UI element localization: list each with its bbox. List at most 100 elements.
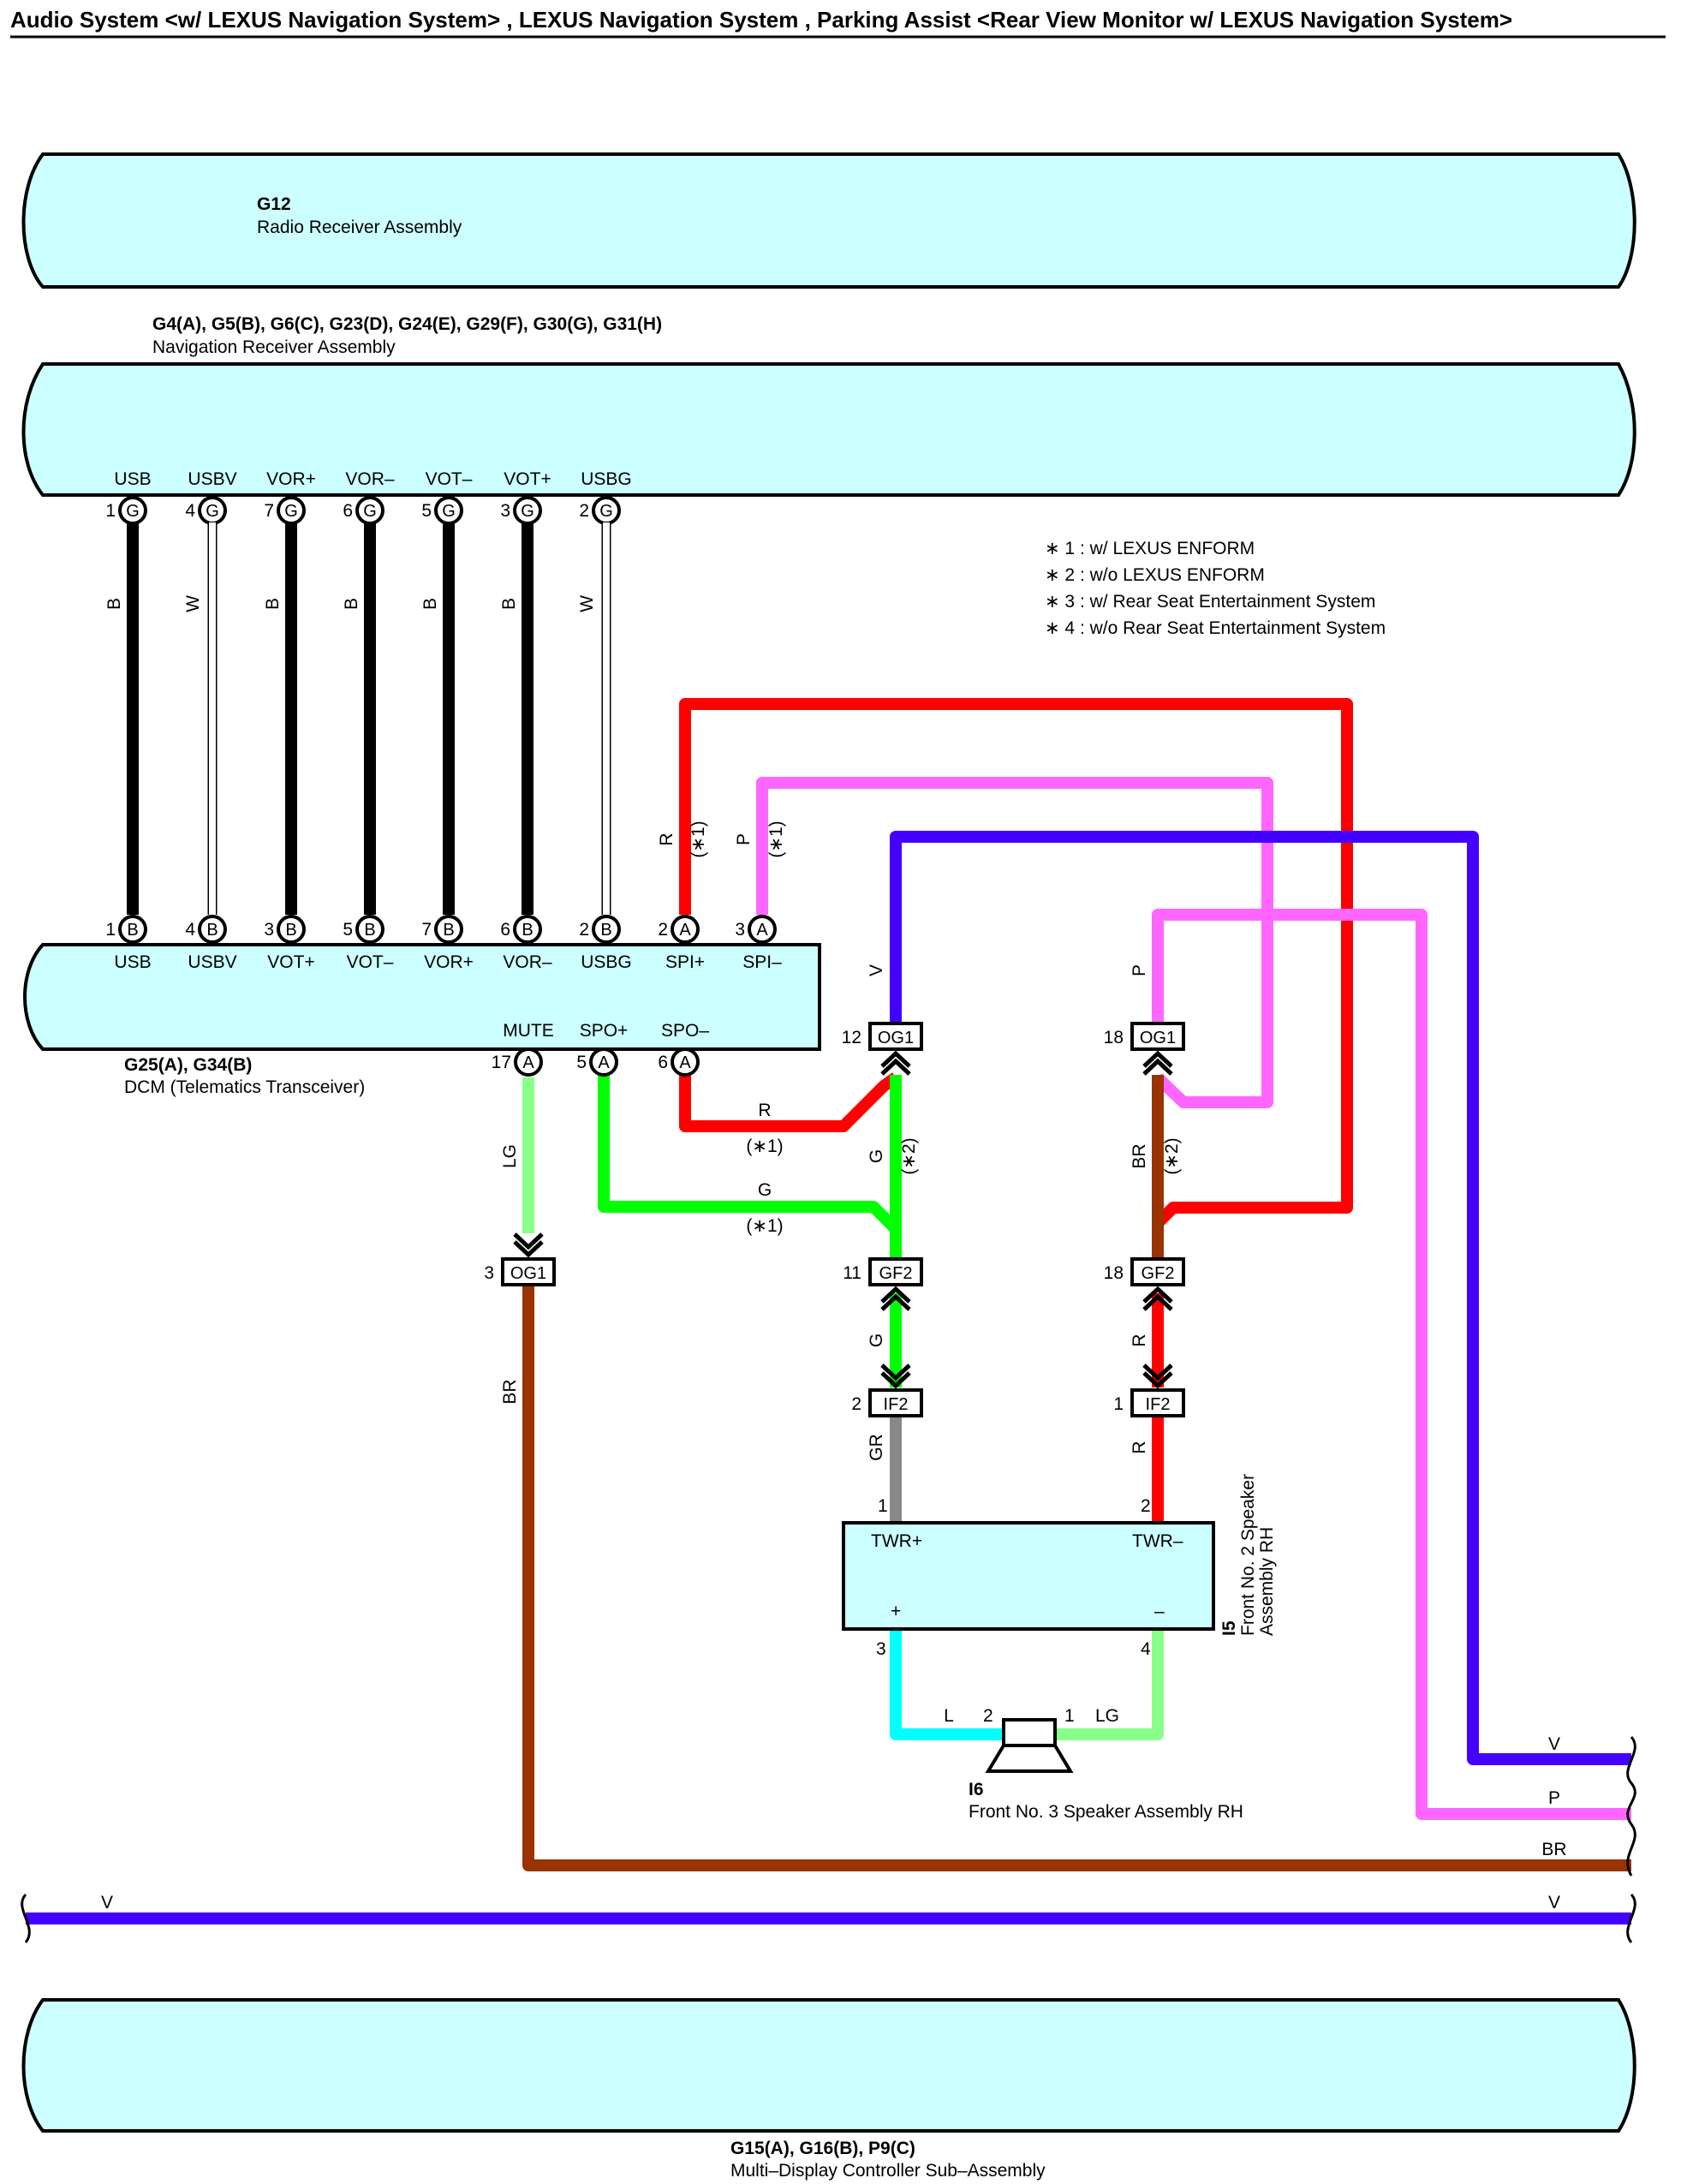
speaker2-pin3: 3 bbox=[876, 1639, 886, 1659]
wire-label-usbg: W bbox=[577, 595, 597, 612]
nav-pin-1-num: 4 bbox=[185, 501, 195, 521]
dcm-bottom-pin-2-conn: A bbox=[679, 1053, 691, 1072]
connector-if2_1-box bbox=[1130, 1388, 1185, 1417]
dcm-top-pin-3-conn: B bbox=[364, 921, 375, 940]
dcm-top-pin-5-conn: B bbox=[522, 921, 533, 940]
nav-pin-3-conn: G bbox=[363, 502, 377, 521]
nav-pin-3: G6 VOR– bbox=[343, 469, 395, 525]
wire-label-mute: LG bbox=[500, 1144, 520, 1168]
connector-og1_12-name: OG1 bbox=[878, 1029, 914, 1047]
dcm-top-pin-5-circle bbox=[513, 915, 542, 944]
wire-label-if2_r: R bbox=[1130, 1441, 1149, 1453]
dcm-top-pin-7-circle bbox=[671, 915, 700, 944]
nav-pin-3-num: 6 bbox=[343, 501, 353, 521]
nav-pin-1: G4 USBV bbox=[185, 469, 237, 525]
dcm-top-pin-4-label: VOR+ bbox=[424, 952, 474, 972]
dcm-top-pin-0-label: USB bbox=[114, 952, 151, 972]
dcm-top-pin-8-circle bbox=[748, 915, 777, 944]
connector-if2_2-num: 2 bbox=[851, 1394, 861, 1414]
note-4: ∗ 4 : w/o Rear Seat Entertainment System bbox=[1045, 618, 1386, 638]
connector-gf2_11-chevron-down-0 bbox=[880, 1286, 911, 1304]
wire-label-spo-minus-note: (∗1) bbox=[746, 1137, 783, 1156]
nav-pin-5-num: 3 bbox=[500, 501, 510, 521]
speaker2-pin2: 2 bbox=[1141, 1496, 1151, 1516]
dcm-bottom-pin-2-circle bbox=[671, 1047, 700, 1077]
navigation-receiver-assembly bbox=[21, 362, 1636, 497]
dcm-top-pin-4-circle bbox=[434, 915, 463, 944]
connector-og1_18-name: OG1 bbox=[1140, 1029, 1176, 1047]
wire-spk-lg bbox=[1055, 1629, 1164, 1740]
dcm-bottom-pin-0-circle bbox=[514, 1047, 543, 1077]
connector-if2_2-name: IF2 bbox=[884, 1395, 909, 1414]
speaker2-name-1: Front No. 2 Speaker bbox=[1238, 1474, 1258, 1636]
dcm-top-pin-0-conn: B bbox=[127, 921, 138, 940]
dcm-top-pin-1-circle bbox=[198, 915, 227, 944]
speaker3-pin-l: 2 bbox=[983, 1706, 993, 1726]
notes: ∗ 1 : w/ LEXUS ENFORM ∗ 2 : w/o LEXUS EN… bbox=[1045, 539, 1386, 638]
note-3: ∗ 3 : w/ Rear Seat Entertainment System bbox=[1045, 592, 1375, 612]
wire-label-mute_br: BR bbox=[500, 1379, 520, 1404]
wire-label-spo-plus-note: (∗1) bbox=[746, 1216, 783, 1236]
dcm-top-pin-3-label: VOT– bbox=[347, 952, 394, 972]
nav-pin-6-conn: G bbox=[599, 502, 613, 521]
dcm-top-pin-2-label: VOT+ bbox=[267, 952, 314, 972]
nav-pin-3-label: VOR– bbox=[345, 469, 395, 489]
nav-pin-5-label: VOT+ bbox=[504, 469, 551, 489]
dcm-top-pin-5-num: 6 bbox=[500, 920, 510, 940]
radio-receiver-assembly: G12 Radio Receiver Assembly bbox=[21, 152, 1636, 289]
dcm-top-pin-0-num: 1 bbox=[105, 920, 116, 940]
connector-if2_2-chevron-up-1 bbox=[880, 1364, 911, 1381]
mdc-name: Multi–Display Controller Sub–Assembly bbox=[730, 2161, 1046, 2181]
wire-spk-l bbox=[890, 1629, 1004, 1740]
nav-pin-1-label: USBV bbox=[188, 469, 236, 489]
speaker2-name-2: Assembly RH bbox=[1257, 1527, 1277, 1636]
nav-pin-1-conn: G bbox=[206, 502, 219, 521]
wire-label-p_og1: P bbox=[1130, 964, 1149, 976]
note-2: ∗ 2 : w/o LEXUS ENFORM bbox=[1045, 565, 1265, 585]
wire-label-spi-plus-note: (∗1) bbox=[688, 820, 708, 857]
wire-label-spk_lg: LG bbox=[1095, 1706, 1119, 1726]
connector-if2_1-name: IF2 bbox=[1146, 1395, 1171, 1414]
wire-label-spo_p: G bbox=[758, 1180, 772, 1200]
wire-label-spo_m: R bbox=[758, 1101, 771, 1120]
connector-og1_3-name: OG1 bbox=[510, 1264, 546, 1283]
dcm-bottom-pin-1-circle bbox=[589, 1047, 618, 1077]
wire-v-og1 bbox=[890, 831, 1631, 1765]
speaker2-pin-twr-plus: TWR+ bbox=[871, 1531, 922, 1551]
radio-name: Radio Receiver Assembly bbox=[257, 218, 462, 237]
speaker2-pin-twr-minus: TWR– bbox=[1132, 1531, 1183, 1551]
connector-og1_3-chevron-up-0 bbox=[513, 1240, 544, 1258]
wire-label-br_vert: BR bbox=[1130, 1143, 1149, 1168]
wire-label-bus_v_left: V bbox=[101, 1893, 113, 1912]
connector-gf2_18-box bbox=[1130, 1257, 1185, 1286]
connector-og1_3-box bbox=[501, 1257, 556, 1286]
wire-spo-minus bbox=[679, 1062, 900, 1132]
wire-label-g-vertical-note: (∗2) bbox=[899, 1137, 919, 1174]
wire-label-usb: B bbox=[104, 598, 124, 610]
nav-pin-5-conn: G bbox=[521, 502, 534, 521]
dcm-bottom-pin-1-num: 5 bbox=[576, 1053, 587, 1072]
wire-label-spi_p: R bbox=[657, 832, 677, 845]
connector-gf2_18-name: GF2 bbox=[1142, 1264, 1175, 1283]
dcm-top-pin-1-conn: B bbox=[206, 921, 218, 940]
radio-code: G12 bbox=[257, 194, 291, 214]
speaker2-pin4: 4 bbox=[1141, 1639, 1151, 1659]
connector-gf2_18-num: 18 bbox=[1104, 1263, 1124, 1283]
nav-pin-4-conn: G bbox=[442, 502, 456, 521]
connector-og1_12-box bbox=[868, 1022, 923, 1051]
multi-display-controller: G15(A), G16(B), P9(C) Multi–Display Cont… bbox=[21, 1998, 1636, 2181]
nav-pin-4-label: VOT– bbox=[426, 469, 473, 489]
